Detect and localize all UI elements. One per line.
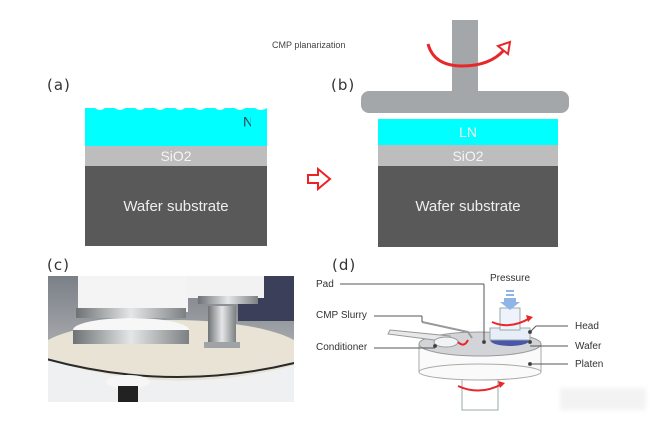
polish-head-plate bbox=[361, 91, 569, 113]
panel-b-stack: LN SiO2 Wafer substrate bbox=[378, 119, 558, 247]
panel-b-substrate-layer: Wafer substrate bbox=[378, 166, 558, 247]
panel-a-label: (a) bbox=[47, 76, 71, 94]
cmp-process-diagram bbox=[340, 283, 568, 411]
panel-d-label: (d) bbox=[332, 256, 357, 274]
panel-b-sio2-layer: SiO2 bbox=[378, 145, 558, 166]
platen-rotation-arrow bbox=[457, 383, 503, 392]
platen-label: Platen bbox=[575, 359, 604, 370]
panel-b-label: (b) bbox=[331, 76, 356, 94]
pad-label: Pad bbox=[316, 279, 334, 290]
rough-surface bbox=[85, 108, 267, 110]
wafer-label: Wafer bbox=[575, 341, 602, 352]
conditioner-label: Conditioner bbox=[316, 342, 368, 353]
panel-a-sio2-layer: SiO2 bbox=[85, 146, 267, 166]
pressure-label: Pressure bbox=[490, 273, 531, 284]
cmp-planarization-caption: CMP planarization bbox=[272, 40, 346, 50]
panel-a-ln-layer: LN bbox=[85, 108, 267, 146]
right-arrow-icon bbox=[307, 167, 332, 191]
head-label: Head bbox=[575, 321, 599, 332]
panel-a-ln-label: LN bbox=[243, 114, 261, 130]
rotation-arrow-icon bbox=[426, 40, 512, 68]
pressure-arrow-icon bbox=[500, 298, 520, 310]
cmp-slurry-label: CMP Slurry bbox=[316, 310, 367, 321]
conditioner bbox=[433, 336, 459, 348]
slurry-nozzle bbox=[421, 321, 473, 339]
panel-b-ln-layer: LN bbox=[378, 119, 558, 145]
panel-a-substrate-layer: Wafer substrate bbox=[85, 166, 267, 246]
polish-head-shaft bbox=[452, 20, 478, 95]
watermark-blur bbox=[560, 388, 646, 410]
cmp-machine-photo bbox=[48, 276, 294, 402]
head bbox=[499, 307, 521, 331]
panel-a-stack: LN SiO2 Wafer substrate bbox=[85, 100, 267, 246]
panel-c-label: (c) bbox=[47, 256, 70, 274]
